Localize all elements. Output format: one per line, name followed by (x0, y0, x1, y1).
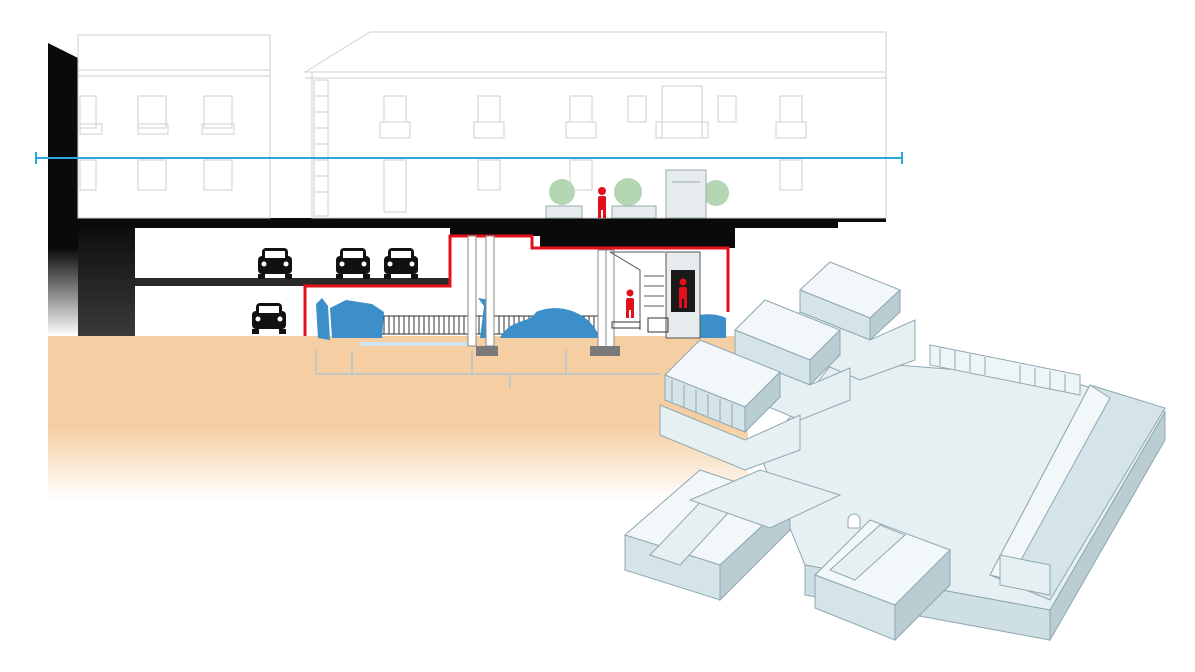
tree-icon (549, 179, 575, 205)
foundation-lines (315, 350, 660, 388)
person-icon (679, 278, 687, 308)
ruins-icon (316, 298, 330, 340)
street-entrance (545, 169, 729, 219)
car-icon (252, 248, 418, 334)
person-icon (626, 289, 634, 318)
street-facade (77, 31, 887, 219)
person-icon (598, 187, 606, 218)
temple-complex-model (623, 261, 1166, 642)
water-level-line (35, 152, 903, 164)
soil-layer (48, 336, 748, 501)
underground-museum (303, 234, 730, 356)
